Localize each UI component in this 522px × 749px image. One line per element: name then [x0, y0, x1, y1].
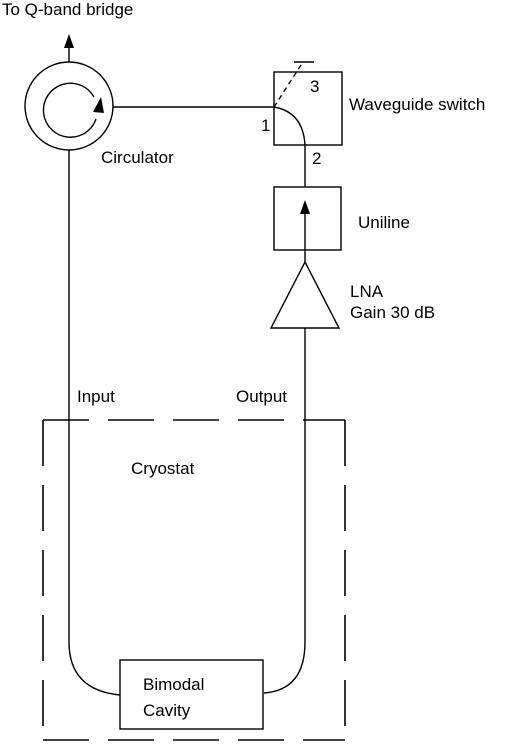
circulator-icon: [24, 61, 114, 151]
port1-label: 1: [261, 116, 270, 135]
output-arrow-icon: [64, 34, 74, 62]
output-label: Output: [236, 387, 287, 406]
circulator-label: Circulator: [101, 148, 174, 167]
wire-input: [68, 150, 121, 696]
cavity-label-line1: Bimodal: [143, 675, 204, 694]
port3-label: 3: [310, 77, 319, 96]
cavity-label-line2: Cavity: [143, 701, 191, 720]
lna-label: LNA: [350, 282, 384, 301]
bimodal-cavity-box: [119, 659, 264, 730]
port2-label: 2: [312, 149, 321, 168]
cryostat-label: Cryostat: [131, 459, 195, 478]
input-label: Input: [77, 387, 115, 406]
top-label: To Q-band bridge: [2, 0, 133, 19]
lna-gain-label: Gain 30 dB: [350, 303, 435, 322]
uniline-label: Uniline: [358, 213, 410, 232]
waveguide-switch-icon: [273, 61, 343, 146]
switch-label: Waveguide switch: [349, 95, 485, 114]
uniline-icon: [273, 186, 342, 251]
wire-output: [263, 328, 306, 694]
lna-amplifier-icon: [269, 260, 341, 329]
cryostat-boundary: [42, 419, 346, 741]
